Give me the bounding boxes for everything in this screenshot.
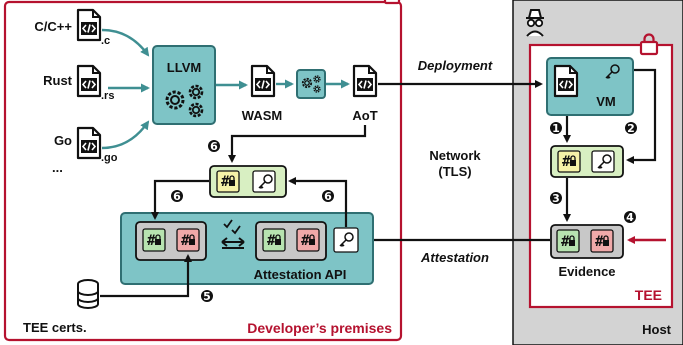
tee-label: TEE: [635, 287, 662, 303]
arrow-go-to-llvm: [101, 120, 150, 150]
deployment-label: Deployment: [418, 58, 493, 73]
padlock-icon: [639, 33, 659, 56]
code-file-icon: [352, 64, 378, 98]
step-1-badge: [550, 122, 562, 134]
wasm-label: WASM: [242, 108, 282, 123]
code-file-icon: [553, 64, 579, 98]
step-6-badge: [171, 190, 183, 202]
svg-text:6: 6: [173, 190, 181, 203]
svg-text:5: 5: [203, 290, 211, 303]
padlock-icon: [383, 0, 401, 5]
svg-text:3: 3: [552, 192, 560, 205]
gears-icon: [165, 84, 204, 118]
spy-icon: [526, 9, 544, 37]
code-file-icon: [76, 8, 102, 42]
aot-label: AoT: [352, 108, 377, 123]
step-6-badge: [322, 190, 334, 202]
lang-rust-ext: .rs: [101, 90, 114, 102]
lang-go-label: Go: [54, 133, 72, 148]
step-6-badge: [208, 140, 220, 152]
arrow-key-to-measurement: [288, 177, 348, 227]
tls-label: (TLS): [438, 164, 471, 179]
lang-c-label: C/C++: [34, 19, 72, 34]
step-5-badge: [201, 290, 213, 302]
attestation-label: Attestation: [420, 250, 489, 265]
lang-c-ext: .c: [101, 35, 110, 47]
lang-rust-label: Rust: [43, 73, 73, 88]
arrow-measurement-to-reference: [151, 179, 209, 220]
svg-text:2: 2: [627, 122, 635, 135]
step-2-badge: [625, 122, 637, 134]
llvm-label: LLVM: [167, 60, 201, 75]
evidence-label: Evidence: [558, 264, 615, 279]
tee-certs-label: TEE certs.: [23, 320, 87, 335]
database-icon: [77, 279, 99, 309]
attestation-api-label: Attestation API: [254, 267, 347, 282]
arrow-aot-to-measurement: [228, 125, 367, 163]
svg-text:6: 6: [324, 190, 332, 203]
more-languages-ellipsis: ...: [52, 160, 63, 175]
svg-text:1: 1: [552, 122, 560, 135]
svg-text:4: 4: [626, 211, 634, 224]
developer-premises-label: Developer’s premises: [247, 320, 392, 336]
network-label: Network: [429, 148, 481, 163]
llvm-box: [152, 45, 216, 125]
code-file-icon: [76, 64, 102, 98]
svg-text:6: 6: [210, 140, 218, 153]
step-3-badge: [550, 192, 562, 204]
arrow-c-to-llvm: [101, 28, 150, 57]
arrow-step2: [626, 68, 657, 164]
host-label: Host: [642, 322, 672, 337]
lang-go-ext: .go: [101, 152, 118, 164]
compare-icon: [221, 219, 245, 249]
arrow-step5: [100, 254, 192, 298]
code-file-icon: [76, 126, 102, 160]
step-4-badge: [624, 211, 636, 223]
vm-label: VM: [596, 94, 616, 109]
code-file-icon: [250, 64, 276, 98]
